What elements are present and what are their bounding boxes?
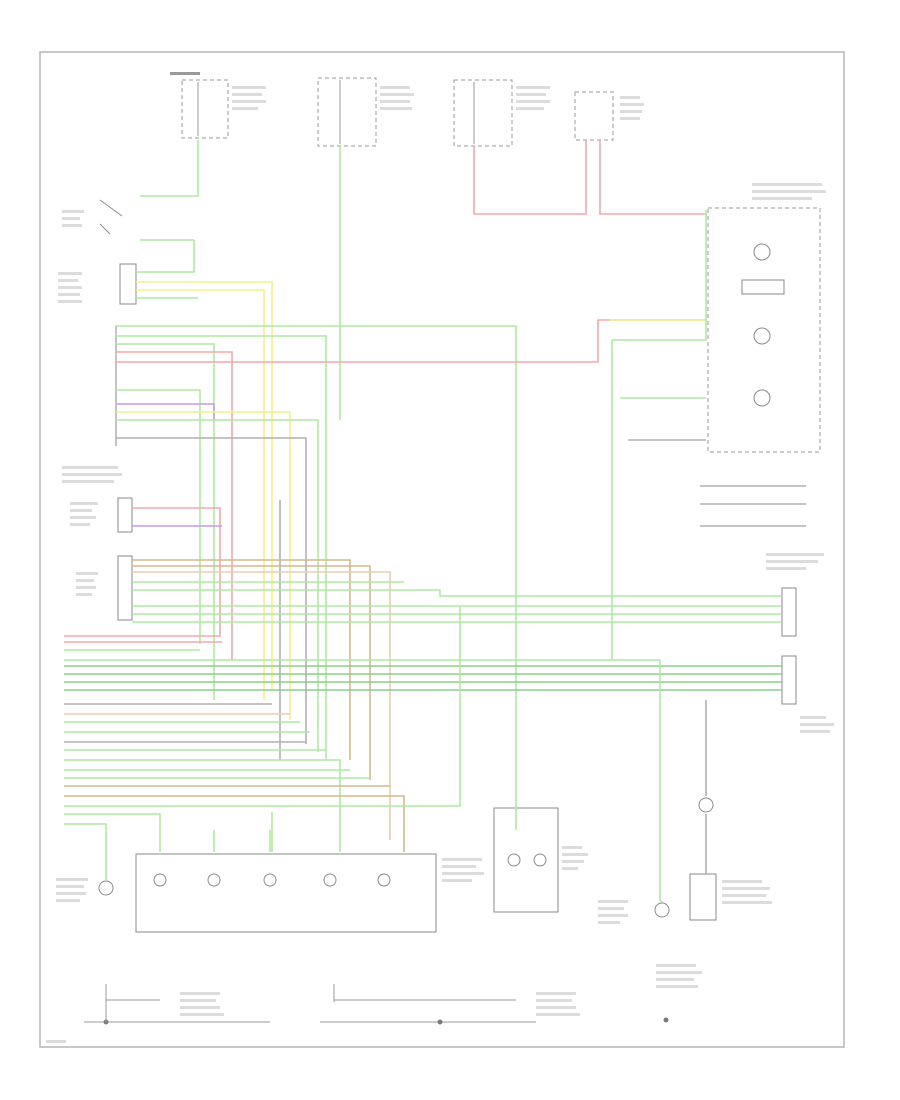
fuse-box-4 xyxy=(574,91,614,141)
fuse-box-1 xyxy=(170,72,229,139)
wire-green xyxy=(64,659,661,900)
right-side-lamps xyxy=(654,797,717,921)
wire-green xyxy=(659,899,663,903)
fuse-box-2 xyxy=(317,77,377,147)
right-module xyxy=(707,207,821,453)
wire-brown xyxy=(132,565,371,780)
wire-gray xyxy=(116,437,307,744)
wire-yellow xyxy=(136,289,265,700)
wire-green xyxy=(64,759,341,852)
wire-brown xyxy=(132,559,351,760)
wire-tan xyxy=(132,571,391,840)
fuse-box-3 xyxy=(453,79,513,147)
wire-red xyxy=(599,140,706,215)
ground-points xyxy=(84,984,669,1025)
bottom-mid-module xyxy=(493,807,559,913)
left-connector-c xyxy=(117,497,133,533)
wire-green xyxy=(64,823,107,880)
left-connector-d xyxy=(117,555,133,621)
wire-red xyxy=(473,140,587,215)
wire-yellow xyxy=(116,411,291,720)
bottom-lamp-module xyxy=(135,853,437,933)
wire-green xyxy=(116,419,319,752)
wire-green xyxy=(136,240,195,273)
label-placeholders xyxy=(46,86,834,1043)
left-connector-a xyxy=(119,263,137,305)
wire-green xyxy=(116,335,327,760)
wire-purple xyxy=(116,403,215,420)
wire-brown xyxy=(64,795,405,852)
wire-green xyxy=(140,140,199,197)
wire-yellow xyxy=(136,281,273,690)
wire-red xyxy=(116,351,233,660)
wire-green xyxy=(116,325,517,830)
diagram-frame xyxy=(39,51,845,1048)
wires xyxy=(64,140,806,903)
wire-green xyxy=(64,606,461,807)
wire-green xyxy=(612,210,707,341)
left-side-lamp xyxy=(98,880,114,896)
left-switch-block xyxy=(99,199,123,235)
wire-green xyxy=(64,813,161,852)
right-connector-lower xyxy=(781,587,797,705)
wire-green xyxy=(132,589,782,597)
